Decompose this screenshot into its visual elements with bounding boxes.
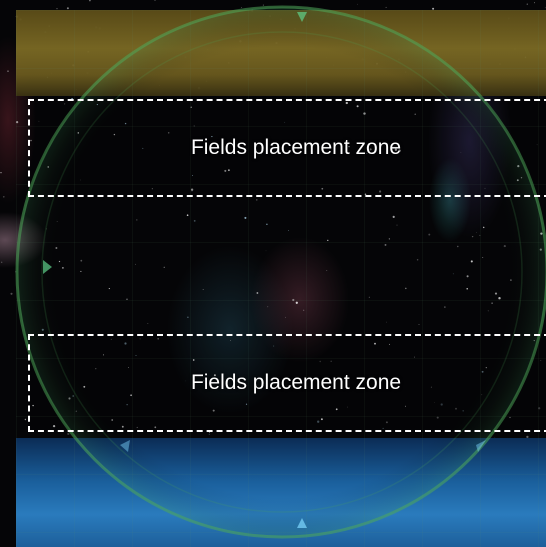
star — [38, 120, 40, 122]
planet-token-orange[interactable] — [305, 225, 324, 244]
star — [52, 424, 56, 428]
board-ring-glow — [17, 7, 546, 537]
zone-label: Fields placement zone — [190, 371, 402, 394]
bottom-fields-placement-zone[interactable]: Fields placement zone — [28, 334, 546, 432]
planet-token-blue[interactable] — [426, 245, 445, 264]
planet-token-orange[interactable] — [311, 266, 330, 285]
star — [262, 4, 264, 6]
star — [24, 418, 27, 421]
star — [534, 2, 535, 4]
ring-marker-bottom-icon — [297, 518, 307, 528]
planet-token-orange[interactable] — [509, 231, 528, 250]
star — [64, 103, 66, 105]
zone-label: Fields placement zone — [190, 136, 402, 159]
planet-token-orange[interactable] — [92, 224, 111, 243]
star — [356, 3, 358, 5]
board-outer-ring — [15, 5, 546, 539]
star — [30, 139, 32, 142]
star — [56, 8, 58, 10]
planet-token-blue[interactable] — [75, 259, 94, 278]
star — [536, 144, 538, 146]
star — [538, 407, 541, 410]
star — [10, 292, 13, 295]
ring-marker-left-icon — [43, 260, 52, 274]
star — [385, 6, 387, 8]
board-inner-ring — [41, 31, 523, 513]
star — [89, 0, 91, 2]
ring-marker-top-icon — [297, 12, 307, 22]
star — [67, 432, 70, 436]
star — [509, 416, 511, 419]
star — [432, 7, 435, 10]
planet-token-orange[interactable] — [160, 248, 179, 267]
planet-token-blue[interactable] — [388, 268, 407, 287]
star — [544, 7, 546, 9]
star — [2, 195, 5, 198]
star — [66, 7, 69, 10]
star — [241, 7, 242, 8]
star — [540, 359, 542, 361]
star — [526, 435, 529, 439]
planet-token-blue[interactable] — [271, 270, 290, 289]
top-fields-placement-zone[interactable]: Fields placement zone — [28, 99, 546, 197]
ring-marker-bottom-left-icon — [120, 440, 130, 452]
star — [15, 120, 19, 124]
star — [526, 3, 528, 5]
star — [7, 70, 9, 72]
planet-token-blue[interactable] — [187, 277, 206, 296]
star — [1, 261, 3, 263]
star — [0, 172, 2, 174]
star — [154, 0, 156, 1]
star — [32, 404, 34, 407]
ring-marker-bottom-right-icon — [476, 440, 486, 452]
